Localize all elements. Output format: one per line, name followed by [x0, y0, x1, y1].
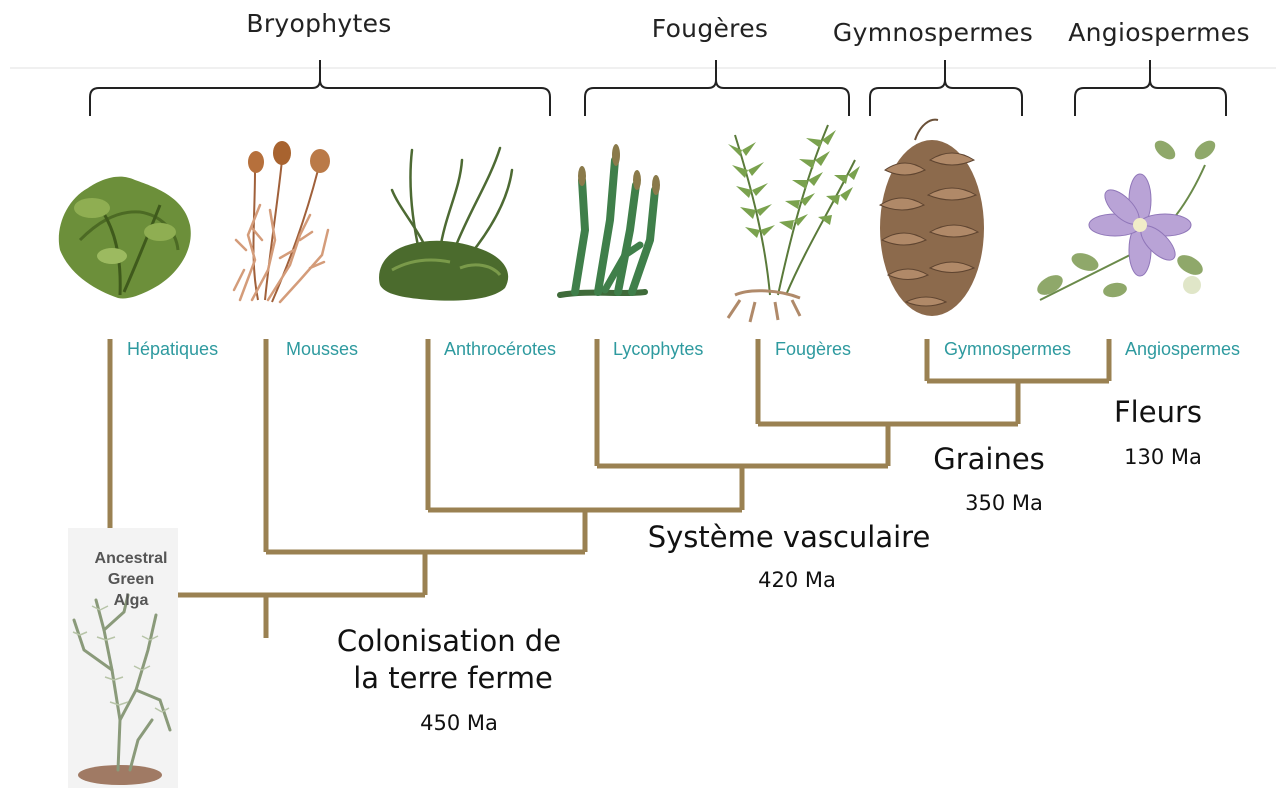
event-colonisation-age: 450 Ma [420, 713, 498, 734]
group-label-bryophytes: Bryophytes [246, 11, 391, 36]
taxon-label-angiospermes: Angiospermes [1125, 340, 1240, 358]
taxon-label-hepatiques: Hépatiques [127, 340, 218, 358]
moss-illustration [234, 141, 330, 302]
fern-illustration [728, 125, 860, 322]
taxon-label-fougeres: Fougères [775, 340, 851, 358]
clematis-flower-illustration [1034, 137, 1219, 300]
liverwort-illustration [59, 177, 191, 299]
taxon-label-lycophytes: Lycophytes [613, 340, 703, 358]
ancestor-line-2: Green [95, 569, 168, 590]
taxon-label-anthocerotes: Anthrocérotes [444, 340, 556, 358]
pine-cone-illustration [880, 120, 984, 316]
group-label-fougeres: Fougères [652, 16, 768, 41]
event-colonisation-line-2: la terre ferme [353, 664, 553, 693]
hornwort-illustration [379, 148, 512, 301]
event-vasculaire-label: Système vasculaire [648, 523, 931, 552]
taxon-label-gymnospermes: Gymnospermes [944, 340, 1071, 358]
event-fleurs-label: Fleurs [1114, 398, 1202, 427]
ancestor-line-3: Alga [95, 590, 168, 611]
group-label-angiospermes: Angiospermes [1068, 20, 1250, 45]
ancestor-line-1: Ancestral [95, 548, 168, 569]
group-label-gymnospermes: Gymnospermes [833, 20, 1033, 45]
clubmoss-illustration [560, 144, 660, 295]
taxon-label-mousses: Mousses [286, 340, 358, 358]
event-vasculaire-age: 420 Ma [758, 570, 836, 591]
event-graines-label: Graines [933, 445, 1045, 474]
event-colonisation-line-1: Colonisation de [337, 627, 561, 656]
event-fleurs-age: 130 Ma [1124, 447, 1202, 468]
event-graines-age: 350 Ma [965, 493, 1043, 514]
tree-branches [110, 339, 1109, 638]
ancestor-label: Ancestral Green Alga [95, 548, 168, 611]
